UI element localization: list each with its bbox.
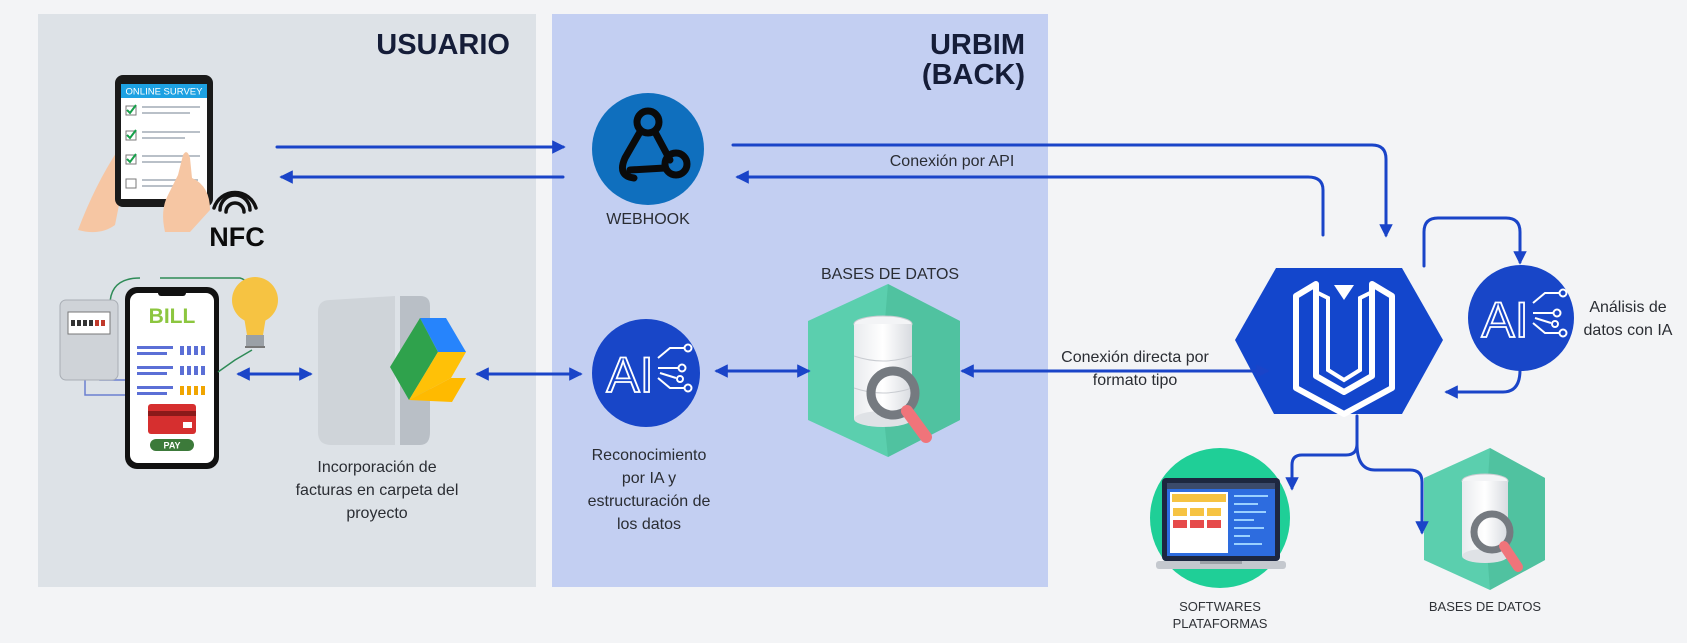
ai-recognition-caption: Reconocimiento por IA y estructuración d… (587, 447, 711, 533)
ai-right-text: AI (1481, 292, 1528, 348)
software-caption: SOFTWARES PLATAFORMAS (1172, 599, 1268, 631)
bill-phone-icon: BILL PAY (59, 277, 278, 469)
ai-analysis-caption: Análisis de datos con IA (1583, 299, 1673, 339)
direct-connection-label: Conexión directa por formato tipo (1061, 349, 1209, 389)
bill-title: BILL (149, 305, 196, 328)
urbim-logo-icon (1235, 268, 1443, 417)
ai-recognition-icon: AI (592, 319, 700, 427)
survey-header-text: ONLINE SURVEY (126, 87, 204, 98)
usuario-title: USUARIO (376, 29, 510, 61)
urbim-back-title: URBIM (BACK) (921, 29, 1025, 91)
database-bottom-icon (1424, 448, 1545, 590)
ai-mid-text: AI (606, 347, 653, 403)
webhook-label: WEBHOOK (606, 211, 690, 228)
database-icon (808, 284, 960, 457)
connector-arrows (236, 140, 1527, 535)
database-top-label: BASES DE DATOS (820, 266, 960, 283)
drive-folder-icon (318, 296, 466, 445)
api-connection-label: Conexión por API (889, 153, 1015, 170)
ai-analysis-icon: AI (1468, 265, 1574, 371)
tablet-survey-icon: ONLINE SURVEY NFC (78, 75, 265, 252)
software-laptop-icon (1150, 448, 1290, 588)
pay-label: PAY (163, 441, 180, 451)
database-bottom-label: BASES DE DATOS (1428, 599, 1542, 614)
nfc-label: NFC (209, 222, 265, 252)
folder-caption: Incorporación de facturas en carpeta del… (295, 459, 459, 522)
webhook-icon (592, 93, 704, 205)
